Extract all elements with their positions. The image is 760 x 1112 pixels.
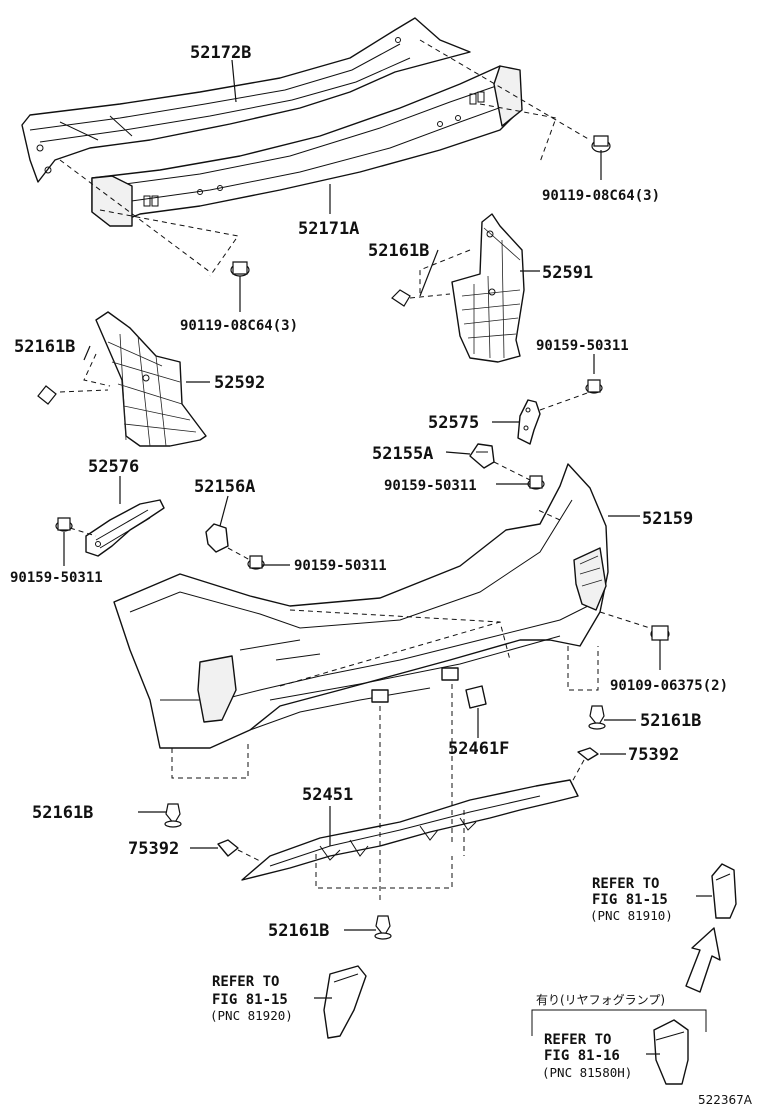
clip-52161B-left[interactable] xyxy=(37,385,57,405)
label-52451: 52451 xyxy=(302,785,353,805)
reflector-81920[interactable] xyxy=(323,965,367,1039)
reference-right-lower[interactable]: REFER TO FIG 81-16 (PNC 81580H) xyxy=(542,1032,632,1080)
part-52592-retainer-left[interactable] xyxy=(59,311,207,447)
label-52161B-upper: 52161B xyxy=(368,241,429,261)
part-52171A-beam[interactable] xyxy=(91,65,523,227)
ref-right-lower-line1: REFER TO xyxy=(544,1032,611,1048)
callout-labels: 52172B 52171A 90119-08C64(3) 90119-08C64… xyxy=(10,43,728,941)
label-90159-50311-left: 90159-50311 xyxy=(10,570,103,586)
leader-lines xyxy=(83,59,712,1055)
clip-75392-left[interactable] xyxy=(217,839,263,863)
ref-right-upper-line3: (PNC 81910) xyxy=(590,908,673,923)
bolt-90109-06375[interactable] xyxy=(650,625,670,670)
label-90119-08C64-upper: 90119-08C64(3) xyxy=(542,188,660,204)
label-52161B-right: 52161B xyxy=(640,711,701,731)
screw-90159-50311-right[interactable] xyxy=(585,354,603,394)
label-52576: 52576 xyxy=(88,457,139,477)
ref-right-upper-line1: REFER TO xyxy=(592,876,659,892)
label-75392-left: 75392 xyxy=(128,839,179,859)
part-52159-bumper-cover[interactable] xyxy=(113,463,651,779)
part-52575-bracket[interactable] xyxy=(517,391,591,445)
label-52155A: 52155A xyxy=(372,444,433,464)
label-52591: 52591 xyxy=(542,263,593,283)
label-90159-50311-right: 90159-50311 xyxy=(536,338,629,354)
label-90119-08C64-lower: 90119-08C64(3) xyxy=(180,318,298,334)
part-52591-retainer-right[interactable] xyxy=(419,213,525,363)
label-52161B-bottom: 52161B xyxy=(268,921,329,941)
label-90109-06375: 90109-06375(2) xyxy=(610,678,728,694)
bolt-90119-08C64-lower[interactable] xyxy=(230,261,250,312)
option-bracket xyxy=(531,1009,707,1036)
clip-52161B-right[interactable] xyxy=(588,705,606,730)
ref-left-lower-line2: FIG 81-15 xyxy=(212,992,288,1008)
reference-right-upper[interactable]: REFER TO FIG 81-15 (PNC 81910) xyxy=(590,876,673,923)
part-52155A-clip[interactable] xyxy=(469,443,531,481)
reflector-81910[interactable] xyxy=(711,863,737,919)
label-52156A: 52156A xyxy=(194,477,255,497)
screw-90159-50311-center[interactable] xyxy=(247,555,265,570)
ref-right-lower-line2: FIG 81-16 xyxy=(544,1048,620,1064)
label-52461F: 52461F xyxy=(448,739,509,759)
screw-90159-50311-mid[interactable] xyxy=(527,475,545,490)
label-90159-50311-center: 90159-50311 xyxy=(294,558,387,574)
label-75392-right: 75392 xyxy=(628,745,679,765)
ref-left-lower-line1: REFER TO xyxy=(212,974,279,990)
label-52161B-left: 52161B xyxy=(14,337,75,357)
ref-right-lower-line3: (PNC 81580H) xyxy=(542,1065,632,1080)
clip-52161B-upper[interactable] xyxy=(391,289,451,307)
option-note: 有り(リヤフォグランプ) xyxy=(536,993,665,1007)
part-52461F-pad[interactable] xyxy=(465,685,487,738)
fog-lamp-81580H[interactable] xyxy=(653,1019,689,1085)
arrow-up xyxy=(685,927,721,993)
figure-id: 522367A xyxy=(698,1093,753,1107)
label-52161B-lowleft: 52161B xyxy=(32,803,93,823)
part-52156A-clip[interactable] xyxy=(205,523,251,561)
ref-left-lower-line3: (PNC 81920) xyxy=(210,1008,293,1023)
label-52592: 52592 xyxy=(214,373,265,393)
label-52575: 52575 xyxy=(428,413,479,433)
bolt-90119-08C64-upper[interactable] xyxy=(591,135,611,180)
screw-90159-50311-left[interactable] xyxy=(55,517,73,566)
label-52159: 52159 xyxy=(642,509,693,529)
label-90159-50311-mid: 90159-50311 xyxy=(384,478,477,494)
part-52172B-rail[interactable] xyxy=(21,17,471,183)
clip-52161B-lowleft[interactable] xyxy=(164,803,182,828)
reference-left-lower[interactable]: REFER TO FIG 81-15 (PNC 81920) xyxy=(210,974,293,1023)
label-52172B: 52172B xyxy=(190,43,251,63)
beam-mount-dashes xyxy=(59,39,591,277)
clip-75392-right[interactable] xyxy=(571,747,599,783)
label-52171A: 52171A xyxy=(298,219,359,239)
clip-52161B-bottom[interactable] xyxy=(374,915,392,940)
ref-right-upper-line2: FIG 81-15 xyxy=(592,892,668,908)
part-52576-bracket[interactable] xyxy=(69,499,165,557)
part-52451-diffuser[interactable] xyxy=(241,684,579,900)
